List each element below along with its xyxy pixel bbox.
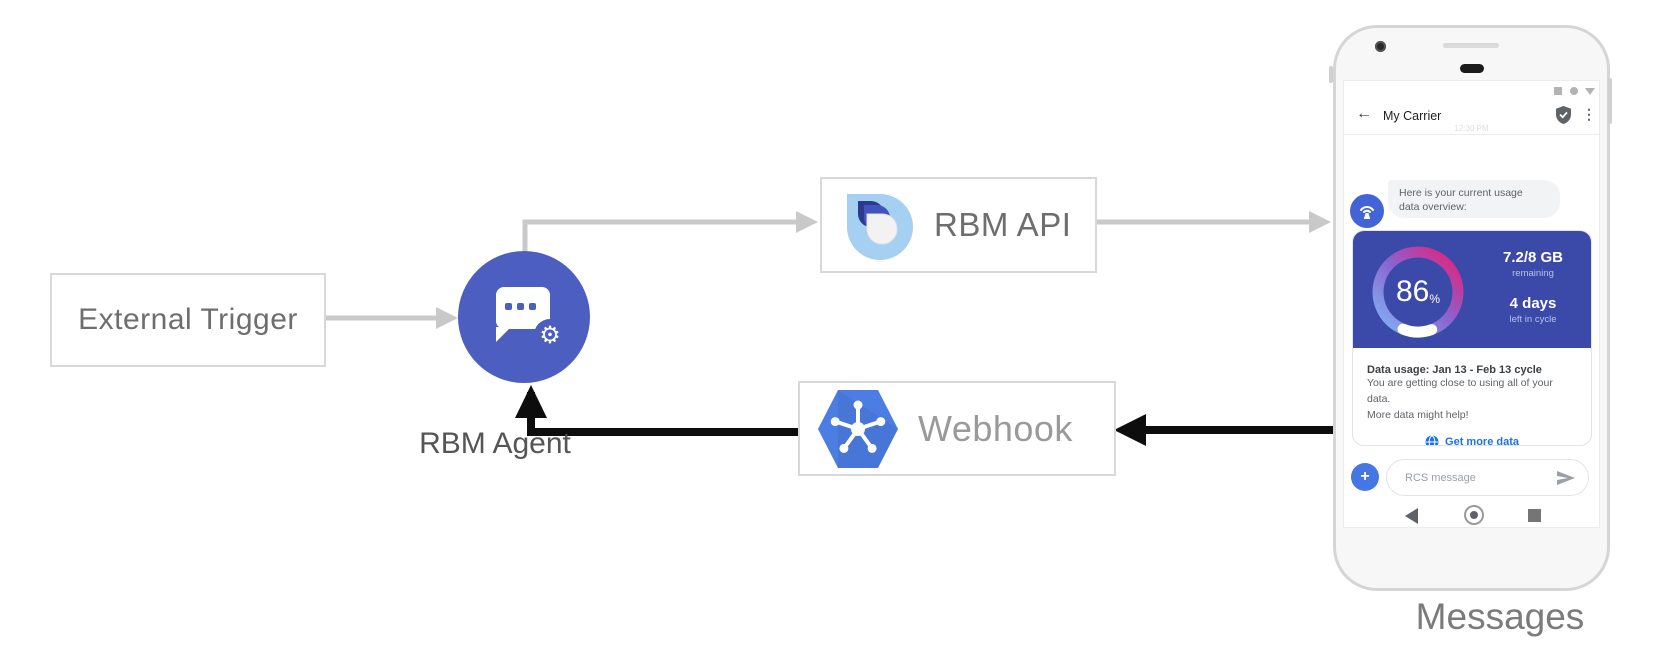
usage-card-title: Data usage: Jan 13 - Feb 13 cycle [1367,364,1542,376]
send-icon[interactable] [1556,470,1576,486]
data-remaining-label: remaining [1512,268,1554,279]
earpiece-pill [1460,64,1484,73]
plus-icon: + [1360,468,1370,485]
rbm-api-logo-icon [847,194,913,260]
agent-avatar [1350,194,1384,228]
message-timestamp: 12:30 PM [1454,124,1489,133]
message-input-pill [1386,459,1589,496]
days-left-label: left in cycle [1509,314,1557,325]
usage-card-text-1: You are getting close to using all of yo… [1367,377,1553,405]
camera-dot [1375,41,1386,52]
webhook-label: Webhook [918,407,1073,449]
overflow-menu-icon[interactable]: ⋮ [1582,106,1596,122]
node-external-trigger: External Trigger [50,273,326,367]
chat-bubble-tail-icon [496,327,511,342]
data-usage-card: 86% 7.2/8 GB remaining 4 days left in cy… [1352,230,1592,446]
speaker-slot [1443,43,1499,48]
phone-caption: Messages [1415,596,1585,637]
status-triangle-icon [1585,88,1595,95]
header-divider [1344,134,1599,135]
phone-mockup: ← My Carrier ⋮ 12:30 PM Here is your cur… [1333,25,1610,591]
node-rbm-agent: ⚙ [458,251,590,383]
usage-card-text-2: More data might help! [1367,408,1469,421]
rbm-api-label: RBM API [934,206,1072,243]
external-trigger-label: External Trigger [78,303,298,336]
gauge-percent-sign: % [1429,292,1441,306]
agent-message-bubble: Here is your current usage data overview… [1388,180,1560,218]
get-more-data-label: Get more data [1445,436,1519,446]
antenna-icon [1360,206,1374,219]
nav-recents-button[interactable] [1528,509,1541,522]
gauge-percent-value: 86 [1395,275,1430,308]
usage-card-body: Data usage: Jan 13 - Feb 13 cycle You ar… [1353,348,1591,446]
gear-icon: ⚙ [534,319,566,351]
status-circle-icon [1570,87,1578,95]
back-arrow-icon[interactable]: ← [1356,105,1372,122]
add-attachment-button[interactable]: + [1351,463,1379,491]
data-remaining-value: 7.2/8 GB [1502,249,1564,266]
usage-card-header: 86% 7.2/8 GB remaining 4 days left in cy… [1353,231,1591,348]
verified-shield-icon [1556,106,1571,124]
bubble-line-1: Here is your current usage [1399,187,1523,199]
rcs-message-input[interactable] [1403,470,1556,485]
bubble-line-2: data overview: [1399,201,1467,214]
conversation-title: My Carrier [1383,109,1442,123]
status-square-icon [1554,87,1562,95]
usage-gauge [1372,246,1464,338]
nav-back-button[interactable] [1405,508,1418,524]
globe-icon [1425,435,1439,445]
volume-button [1329,66,1333,83]
get-more-data-button[interactable]: Get more data [1367,435,1577,446]
days-left-value: 4 days [1509,295,1557,312]
node-rbm-api: RBM API [820,177,1097,273]
nav-home-button[interactable] [1464,505,1484,525]
rbm-agent-label: RBM Agent [419,427,571,460]
typing-dots-icon [505,303,536,310]
phone-screen: ← My Carrier ⋮ 12:30 PM Here is your cur… [1343,80,1600,528]
power-button [1608,78,1612,124]
node-webhook: Webhook [798,381,1116,476]
pubsub-hexagon-icon [818,389,898,468]
